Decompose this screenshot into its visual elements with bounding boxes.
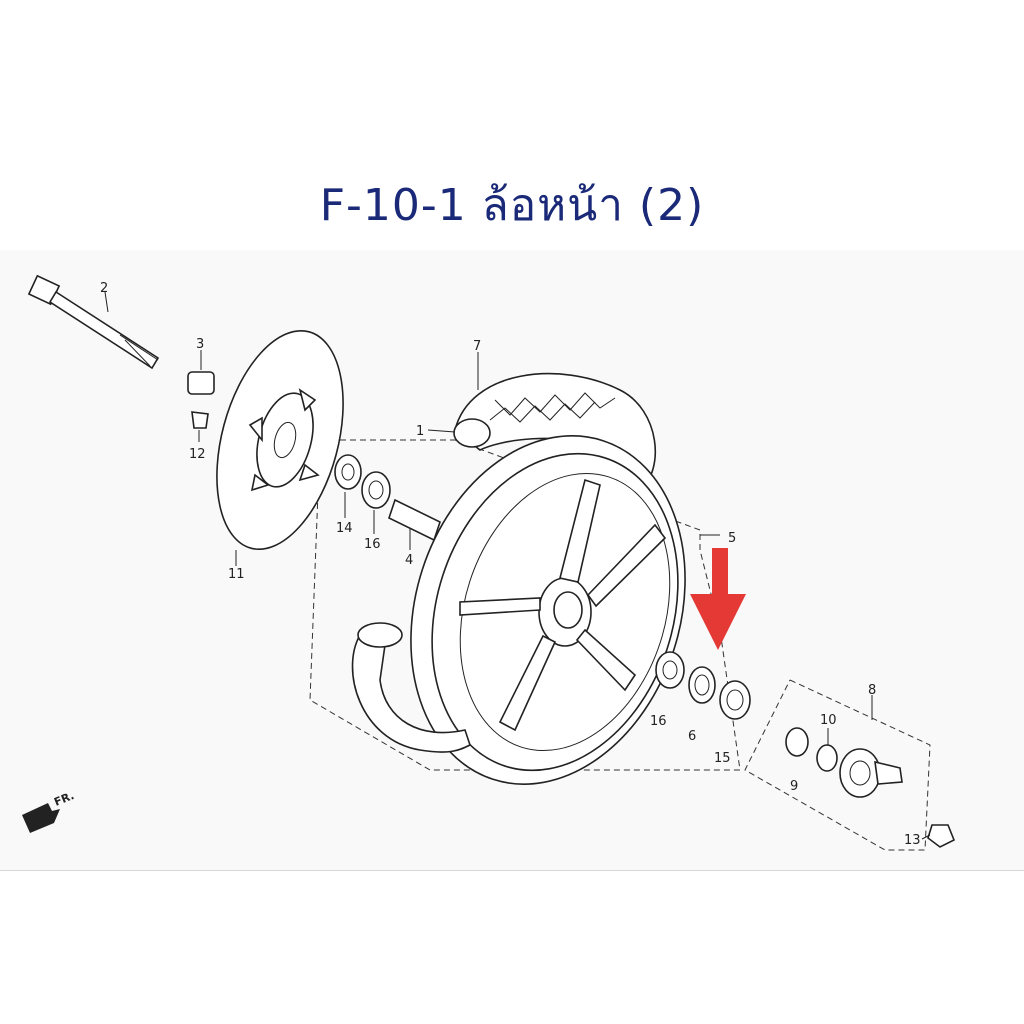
highlight-arrow — [690, 548, 746, 650]
direction-label: FR. — [52, 789, 76, 809]
callout-14: 14 — [336, 521, 353, 536]
axle-bolt — [27, 274, 160, 370]
callout-2: 2 — [100, 281, 108, 296]
callout-15: 15 — [714, 751, 731, 766]
callout-4: 4 — [405, 553, 413, 568]
leader-lines — [104, 291, 873, 745]
callout-11: 11 — [228, 567, 245, 582]
speedometer-gearbox — [839, 748, 903, 798]
callout-3: 3 — [196, 337, 204, 352]
distance-collar — [388, 498, 441, 542]
gearbox-group-outline — [744, 679, 931, 851]
bearing-left — [361, 471, 391, 509]
front-direction-marker: FR. — [22, 789, 76, 833]
speedometer-gear — [785, 727, 809, 757]
bottom-divider — [0, 870, 1024, 871]
callout-8: 8 — [868, 683, 876, 698]
brake-disc — [216, 329, 344, 551]
washer — [816, 744, 838, 772]
dust-seal-right — [719, 680, 751, 720]
wheel-assembly — [351, 435, 686, 785]
retainer — [688, 666, 716, 704]
side-collar — [187, 371, 215, 395]
callout-16-left: 16 — [364, 537, 381, 552]
diagram-canvas: FR. 2 3 12 11 7 1 14 16 4 5 16 6 15 8 10… — [22, 274, 956, 851]
tire — [453, 372, 657, 492]
callout-5: 5 — [728, 531, 736, 546]
callout-1: 1 — [416, 424, 424, 439]
axle-nut — [927, 824, 956, 848]
callout-12: 12 — [189, 447, 206, 462]
callout-9: 9 — [790, 779, 798, 794]
dust-seal-left — [334, 454, 362, 490]
callout-13: 13 — [904, 833, 921, 848]
callout-16-right: 16 — [650, 714, 667, 729]
bearing-right — [655, 651, 685, 689]
diagram-title: F-10-1 ล้อหน้า (2) — [319, 180, 705, 231]
exploded-parts-diagram: FR. 2 3 12 11 7 1 14 16 4 5 16 6 15 8 10… — [0, 250, 1024, 870]
callout-6: 6 — [688, 729, 696, 744]
callout-7: 7 — [473, 339, 481, 354]
disc-bolt — [191, 411, 209, 429]
callout-10: 10 — [820, 713, 837, 728]
